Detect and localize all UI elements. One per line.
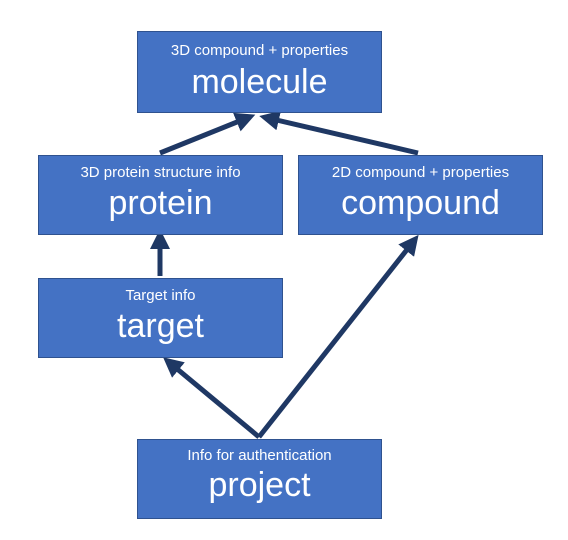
node-project: Info for authentication project [137,439,382,519]
node-protein-info: 3D protein structure info [80,164,241,181]
node-target: Target info target [38,278,283,358]
arrow-project-to-target [163,357,261,439]
node-protein-name: protein [108,184,213,222]
node-compound-info: 2D compound + properties [331,164,510,181]
node-target-info: Target info [125,287,196,304]
node-molecule-info: 3D compound + properties [170,42,349,59]
node-compound-name: compound [341,184,500,222]
node-compound: 2D compound + properties compound [298,155,543,235]
node-target-name: target [117,307,204,345]
node-molecule-name: molecule [191,63,328,101]
arrow-protein-to-molecule [159,112,256,156]
node-project-name: project [208,466,311,504]
node-molecule: 3D compound + properties molecule [137,31,382,113]
arrow-compound-to-molecule [259,110,419,156]
arrow-project-to-compound [257,234,419,439]
node-project-info: Info for authentication [187,447,332,464]
node-protein: 3D protein structure info protein [38,155,283,235]
